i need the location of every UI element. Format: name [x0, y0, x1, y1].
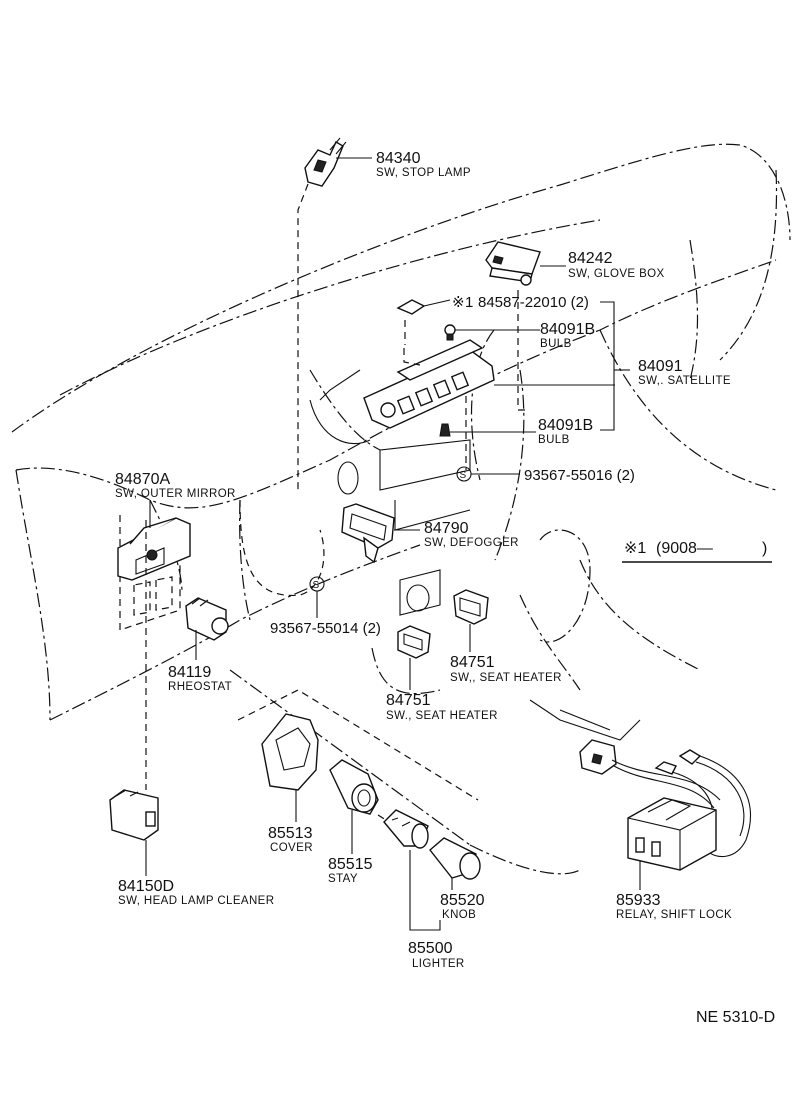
screw-number-upper: 84587-22010 (2) [478, 294, 589, 311]
knob: 85520 KNOB [429, 837, 485, 921]
satellite-switch [363, 320, 615, 470]
part-desc-seat-heater-right: SW,, SEAT HEATER [450, 672, 562, 684]
head-lamp-cleaner-switch: 84150D SW, HEAD LAMP CLEANER [109, 520, 274, 907]
stop-lamp-switch: 84340 SW, STOP LAMP [297, 137, 471, 490]
lighter-group: 85513 COVER 85515 STAY 85520 KNOB 85 [237, 689, 485, 970]
screw-upper: ※1 84587-22010 (2) [396, 294, 630, 431]
part-number-85500: 85500 [408, 940, 453, 957]
outer-mirror-switch: 84870A SW, OUTER MIRROR [115, 471, 236, 581]
part-desc-glove-box: SW, GLOVE BOX [568, 268, 665, 280]
part-number-85515: 85515 [328, 856, 373, 873]
stay: 85515 STAY [328, 759, 379, 885]
figure-code: NE 5310-D [696, 1009, 775, 1026]
note-close: ) [762, 540, 767, 557]
instrument-panel-outline [11, 143, 791, 875]
defogger-switch: 84790 SW, DEFOGGER [341, 503, 519, 564]
note-marker-upper: ※1 [452, 294, 474, 311]
screw-symbol-middle: S [460, 470, 467, 481]
part-number-84751-left: 84751 [386, 692, 431, 709]
part-desc-bulb-upper: BULB [540, 338, 572, 350]
glove-box-switch: 84242 SW, GLOVE BOX [485, 241, 665, 411]
part-number-84751-right: 84751 [450, 654, 495, 671]
cover: 85513 COVER [261, 713, 319, 854]
seat-heater-switch-right: 84751 SW,, SEAT HEATER [450, 589, 562, 684]
part-number-84091: 84091 [638, 358, 683, 375]
rheostat: 84119 RHEOSTAT [168, 597, 232, 693]
part-number-84340: 84340 [376, 150, 421, 167]
screw-lower: S 93567-55014 (2) [270, 576, 381, 637]
part-number-85520: 85520 [440, 892, 485, 909]
part-desc-stop-lamp: SW, STOP LAMP [376, 167, 471, 179]
part-number-85513: 85513 [268, 825, 313, 842]
part-desc-outer-mirror: SW, OUTER MIRROR [115, 488, 236, 500]
part-desc-knob: KNOB [442, 909, 476, 921]
note-box: ※1 (9008— ) [622, 540, 772, 563]
part-desc-stay: STAY [328, 873, 358, 885]
note-marker: ※1 [624, 540, 646, 557]
lighter-socket [383, 809, 429, 849]
part-desc-lighter: LIGHTER [412, 958, 465, 970]
part-desc-shift-lock: RELAY, SHIFT LOCK [616, 909, 732, 921]
part-number-bulb-lower: 84091B [538, 417, 593, 434]
screw-number-middle: 93567-55016 (2) [524, 467, 635, 484]
screw-number-lower: 93567-55014 (2) [270, 620, 381, 637]
part-number-84790: 84790 [424, 520, 469, 537]
satellite-label: 84091 SW,. SATELLITE [638, 358, 731, 387]
part-desc-defogger: SW, DEFOGGER [424, 537, 519, 549]
shift-lock-relay: 85933 RELAY, SHIFT LOCK [579, 739, 751, 921]
part-desc-satellite: SW,. SATELLITE [638, 375, 731, 387]
part-desc-rheostat: RHEOSTAT [168, 681, 232, 693]
part-number-84150d: 84150D [118, 878, 174, 895]
bulb-upper: 84091B BULB [444, 321, 595, 350]
screw-symbol-lower: S [313, 580, 320, 591]
screw-middle: S 93567-55016 (2) [456, 466, 635, 484]
part-desc-head-lamp-cleaner: SW, HEAD LAMP CLEANER [118, 895, 274, 907]
part-number-84119: 84119 [168, 664, 211, 681]
part-number-84870a: 84870A [115, 471, 170, 488]
part-desc-bulb-lower: BULB [538, 434, 570, 446]
bulb-lower: 84091B BULB [439, 417, 593, 446]
note-text: (9008— [656, 540, 713, 557]
part-number-85933: 85933 [616, 892, 661, 909]
seat-heater-switch-left: 84751 SW., SEAT HEATER [386, 625, 498, 722]
part-number-bulb-upper: 84091B [540, 321, 595, 338]
part-desc-cover: COVER [270, 842, 313, 854]
part-number-84242: 84242 [568, 250, 613, 267]
part-desc-seat-heater-left: SW., SEAT HEATER [386, 710, 498, 722]
